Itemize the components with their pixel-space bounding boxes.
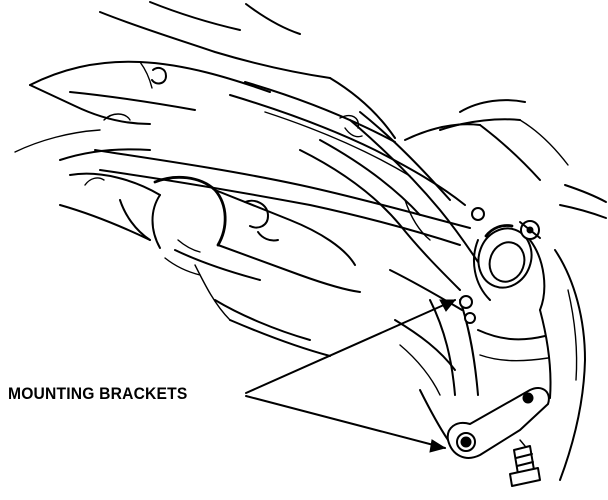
exhaust-pipe [59, 113, 361, 357]
mounting-brackets-label: MOUNTING BRACKETS [8, 384, 188, 403]
arrowhead-upper [439, 299, 457, 312]
frame-rails [94, 81, 471, 291]
arrowhead-lower [429, 439, 447, 453]
callout-leader-lines [245, 299, 457, 453]
catalytic-converter-assembly [446, 207, 586, 487]
body-floor-pan [14, 1, 607, 219]
hoses [349, 111, 479, 441]
